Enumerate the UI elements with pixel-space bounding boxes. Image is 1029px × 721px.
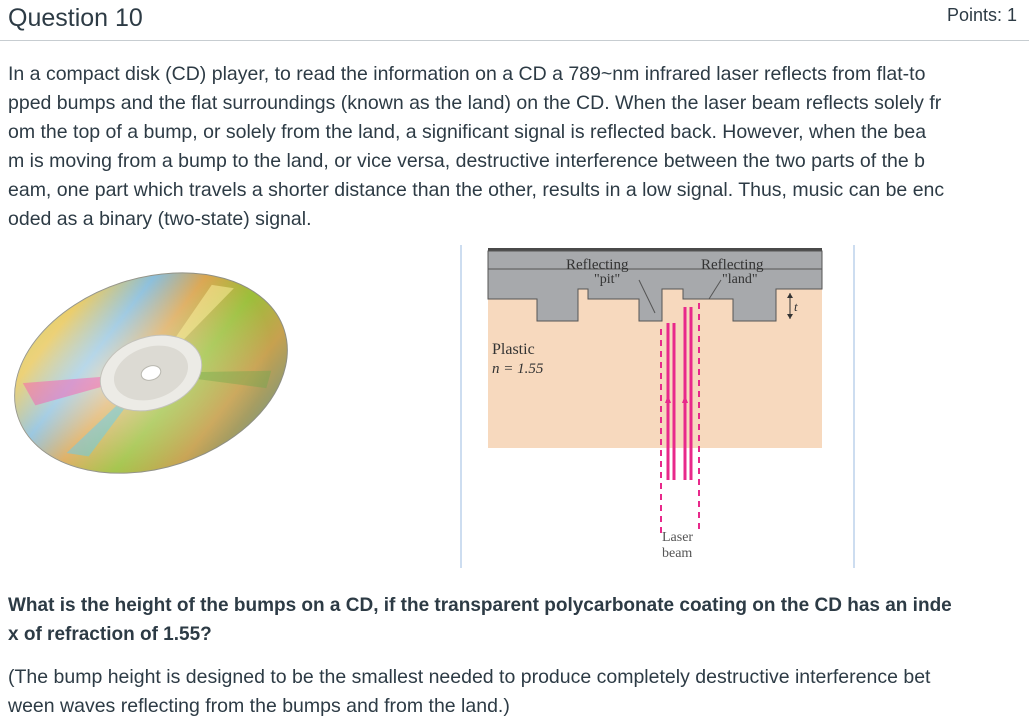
intro-line: In a compact disk (CD) player, to read t… xyxy=(8,63,926,85)
question-intro: In a compact disk (CD) player, to read t… xyxy=(8,60,1020,234)
laser-label: Laser xyxy=(662,530,693,545)
pit-label: "pit" xyxy=(594,272,620,287)
intro-line: m is moving from a bump to the land, or … xyxy=(8,150,925,172)
points-label: Points: 1 xyxy=(946,5,1017,25)
intro-line: pped bumps and the flat surroundings (kn… xyxy=(8,92,942,114)
reflecting-pit-label: Reflecting xyxy=(566,257,629,273)
note-line: (The bump height is designed to be the s… xyxy=(8,666,931,688)
land-label: "land" xyxy=(722,272,758,287)
reflecting-land-label: Reflecting xyxy=(701,257,764,273)
prompt-line: x of refraction of 1.55? xyxy=(8,624,212,645)
question-prompt: What is the height of the bumps on a CD,… xyxy=(8,591,1020,649)
prompt-line: What is the height of the bumps on a CD,… xyxy=(8,595,952,616)
intro-line: om the top of a bump, or solely from the… xyxy=(8,121,927,143)
note-line: ween waves reflecting from the bumps and… xyxy=(8,695,510,717)
plastic-label: Plastic xyxy=(492,341,535,358)
beam-label: beam xyxy=(662,546,692,561)
intro-line: eam, one part which travels a shorter di… xyxy=(8,179,945,201)
thickness-t-label: t xyxy=(794,299,798,314)
cd-cross-section-diagram: Reflecting "pit" Reflecting "land" t Pla… xyxy=(459,243,856,570)
metal-layer xyxy=(487,250,823,322)
compact-disc-image xyxy=(14,272,288,474)
index-label: n = 1.55 xyxy=(492,361,544,377)
header-divider xyxy=(0,40,1029,41)
laser-beam xyxy=(660,303,700,533)
question-title: Question 10 xyxy=(8,4,143,32)
question-note: (The bump height is designed to be the s… xyxy=(8,663,1020,721)
intro-line: oded as a binary (two-state) signal. xyxy=(8,208,312,230)
